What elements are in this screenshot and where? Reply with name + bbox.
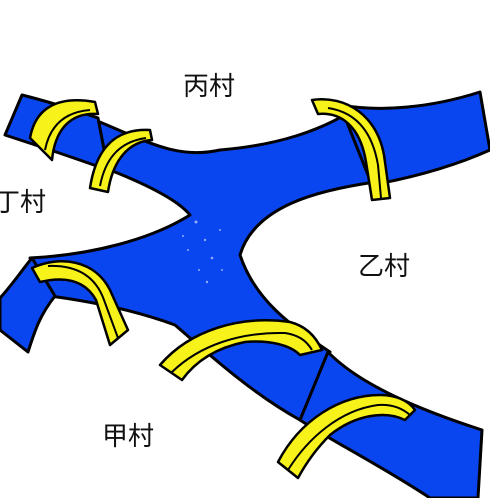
- bridge-6: [276, 393, 417, 480]
- bridge-4: [30, 260, 130, 347]
- village-label-west: 丁村: [0, 188, 47, 218]
- water-highlights: [182, 220, 223, 284]
- village-label-east: 乙村: [358, 252, 411, 282]
- village-label-south: 甲村: [102, 422, 155, 452]
- bridge-3: [310, 98, 392, 202]
- bridge-1: [28, 99, 100, 162]
- bridge-2: [88, 128, 154, 194]
- village-label-north: 丙村: [183, 72, 236, 102]
- bridge-5: [158, 319, 324, 382]
